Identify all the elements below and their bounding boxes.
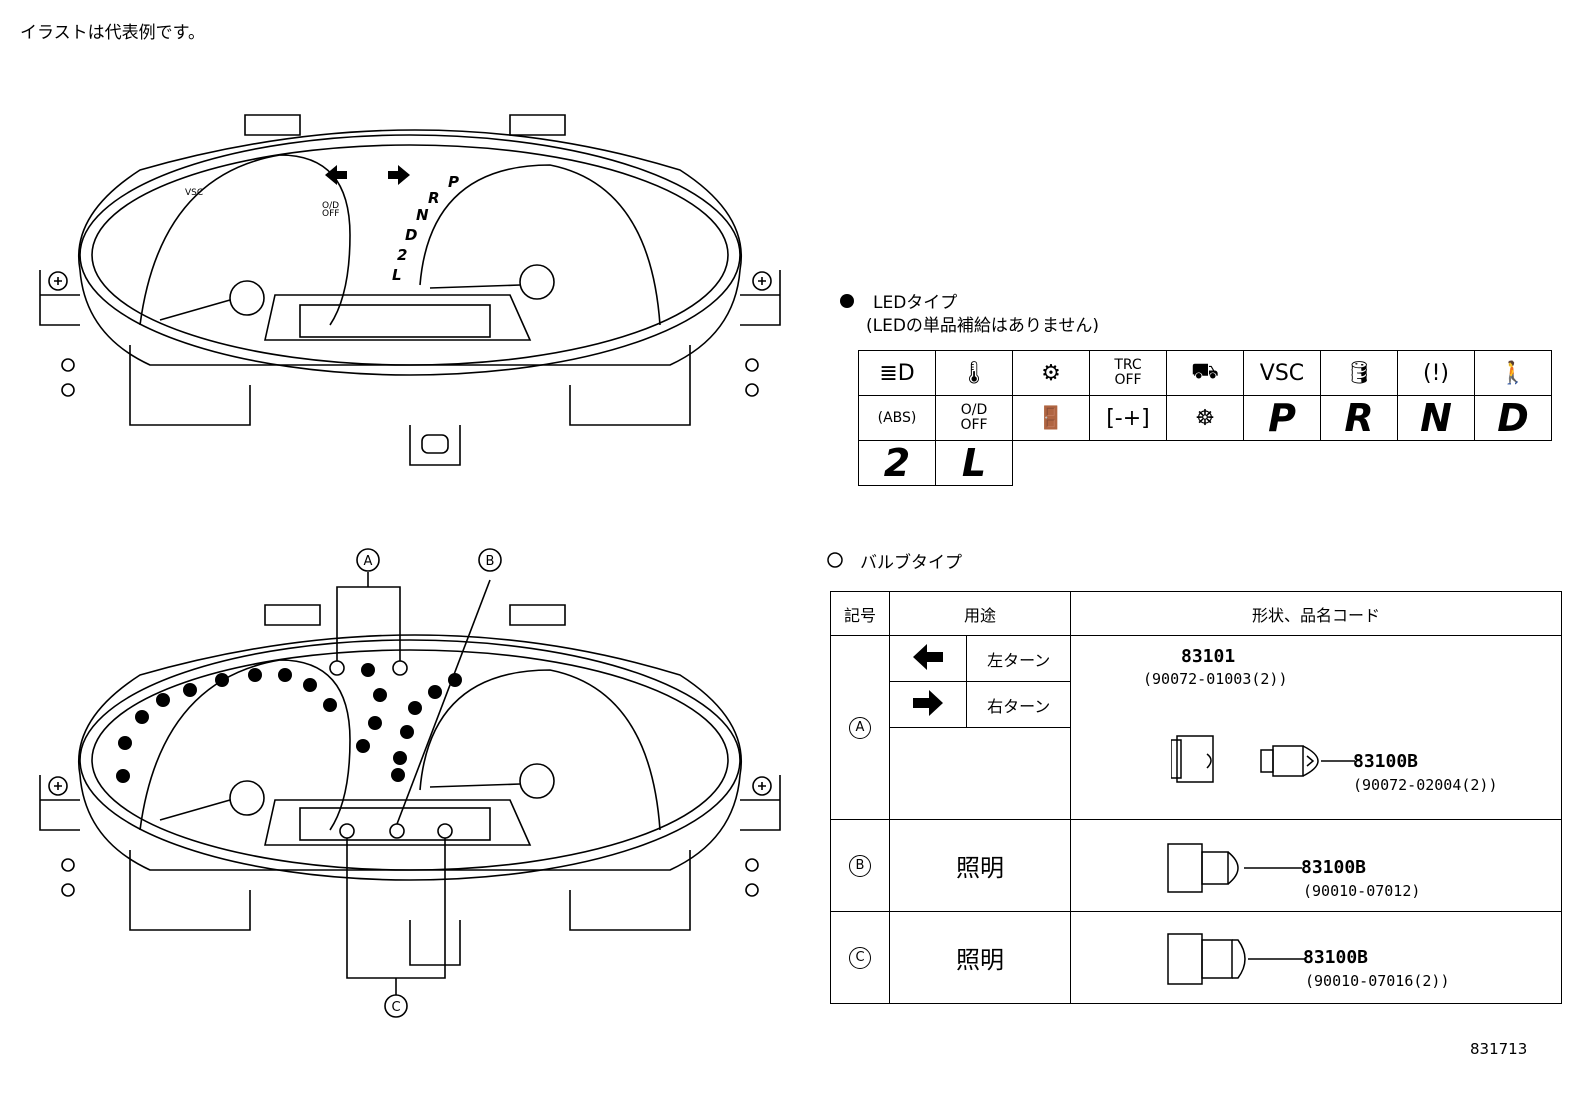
shift-n: N — [416, 206, 429, 224]
shift-r-icon: R — [1320, 395, 1398, 441]
door-open-icon: 🚪 — [1012, 395, 1090, 441]
header-shape: 形状、品名コード — [1070, 591, 1562, 636]
check-engine-icon: ⚙ — [1012, 350, 1090, 396]
pn-83101: 83101 — [1181, 646, 1236, 667]
bulb-table: 記号 用途 形状、品名コード A 左ターン 83101 (90072-01003… — [830, 591, 1562, 1004]
seatbelt-icon: 🚶 — [1474, 350, 1552, 396]
led-subtitle: (LEDの単品補給はありません) — [866, 316, 1100, 336]
right-turn-cell — [888, 681, 968, 728]
code-90072-02004: (90072-02004(2)) — [1353, 776, 1498, 794]
pn-83100b-a: 83100B — [1353, 751, 1419, 772]
left-turn-cell — [888, 635, 968, 682]
shift-p: P — [448, 173, 459, 191]
shift-l-icon: L — [935, 440, 1013, 486]
shift-2: 2 — [397, 246, 407, 264]
bulb-title: バルブタイプ — [860, 553, 962, 573]
abs-icon: (ABS) — [858, 395, 936, 441]
led-bullet-icon — [840, 294, 854, 308]
header-symbol: 記号 — [830, 591, 890, 636]
callout-c-label: C — [391, 1000, 400, 1015]
code-90072-01003: (90072-01003(2)) — [1143, 670, 1288, 688]
row-b-shape: 83100B (90010-07012) — [1070, 819, 1562, 912]
right-turn-arrow-icon — [388, 165, 410, 185]
row-b-symbol: B — [830, 819, 890, 912]
airbag-icon: ☸ — [1166, 395, 1244, 441]
callout-a-label: A — [364, 554, 373, 569]
right-turn-label: 右ターン — [966, 681, 1071, 728]
shift-2-icon: 2 — [858, 440, 936, 486]
battery-icon: [-+] — [1089, 395, 1167, 441]
row-c-usage: 照明 — [889, 911, 1071, 1004]
row-c-symbol: C — [830, 911, 890, 1004]
shift-l: L — [392, 266, 402, 284]
slip-indicator-icon: ⛟ — [1166, 350, 1244, 396]
code-90010-07012: (90010-07012) — [1303, 882, 1421, 900]
shift-p-icon: P — [1243, 395, 1321, 441]
oil-pressure-icon: 🛢 — [1320, 350, 1398, 396]
header-usage: 用途 — [889, 591, 1071, 636]
shift-n-icon: N — [1397, 395, 1475, 441]
figure-id: 831713 — [1470, 1040, 1528, 1058]
pn-83100b-b: 83100B — [1301, 857, 1367, 878]
callout-b-label: B — [486, 554, 495, 569]
brake-warning-icon: (!) — [1397, 350, 1475, 396]
row-a-shape: 83101 (90072-01003(2)) 83100B (90072-020… — [1070, 635, 1562, 820]
vsc-label: VSC — [185, 188, 203, 198]
cluster-top-diagram: VSC O/D OFF P R N D 2 L — [39, 114, 781, 466]
bulb-bullet-icon — [827, 552, 843, 568]
wedge-socket-icon — [1171, 735, 1355, 783]
led-title: LEDタイプ — [873, 293, 958, 313]
shift-r: R — [428, 189, 440, 207]
od-off-label: OFF — [322, 209, 339, 219]
left-arrow-icon — [913, 643, 944, 670]
illustration-note: イラストは代表例です。 — [20, 23, 205, 43]
bulb-b-icon — [1167, 843, 1302, 893]
row-b-usage: 照明 — [889, 819, 1071, 912]
shift-d: D — [405, 226, 417, 244]
vsc-icon: VSC — [1243, 350, 1321, 396]
row-a-empty — [889, 727, 1071, 820]
pn-83100b-c: 83100B — [1303, 947, 1369, 968]
shift-d-icon: D — [1474, 395, 1552, 441]
od-label: O/D — [322, 201, 339, 211]
left-turn-arrow-icon — [325, 165, 347, 185]
row-c-shape: 83100B (90010-07016(2)) — [1070, 911, 1562, 1004]
left-turn-label: 左ターン — [966, 635, 1071, 682]
bulb-c-icon — [1167, 933, 1306, 985]
headlight-icon: ≣D — [858, 350, 936, 396]
row-a-symbol: A — [830, 635, 890, 820]
right-arrow-icon — [913, 689, 944, 716]
coolant-temp-icon: 🌡 — [935, 350, 1013, 396]
cluster-bottom-diagram: A B C — [39, 548, 781, 1018]
code-90010-07016: (90010-07016(2)) — [1305, 972, 1450, 990]
